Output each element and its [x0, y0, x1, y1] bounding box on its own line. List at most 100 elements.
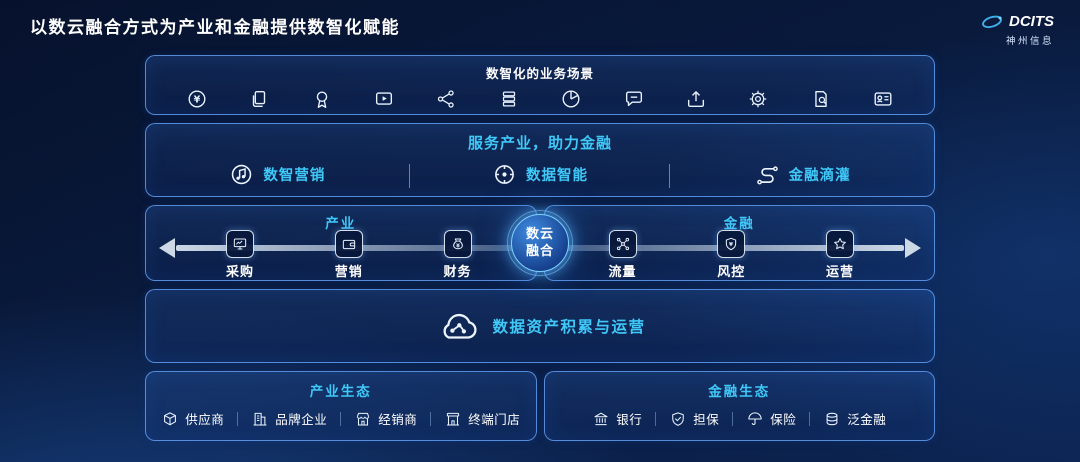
dcits-swoosh-icon	[982, 15, 1002, 29]
eco-item: 品牌企业	[238, 409, 340, 428]
flow-item-label: 财务	[443, 264, 472, 279]
industry-title: 产业	[325, 216, 357, 231]
flow-item: 财务	[426, 230, 490, 280]
finance-ecosystem-panel: 金融生态 银行 担保 保险	[543, 371, 935, 441]
flow-item-label: 风控	[717, 264, 746, 279]
cube-icon	[161, 410, 179, 428]
eco-item: 供应商	[148, 409, 237, 428]
flow-item-label: 流量	[608, 264, 637, 279]
bank-icon	[592, 410, 610, 428]
eco-label: 品牌企业	[275, 413, 328, 427]
flow-item-label: 运营	[825, 264, 854, 279]
storefront-icon	[354, 410, 372, 428]
documents-icon	[248, 88, 270, 110]
monitor-chart-icon	[226, 230, 254, 258]
industry-flow-panel: 产业 采购 营销 财务	[145, 205, 537, 281]
eco-label: 泛金融	[847, 413, 887, 427]
id-card-icon	[872, 88, 894, 110]
divider	[430, 411, 432, 426]
service-label: 数据智能	[525, 168, 588, 184]
fusion-line1: 数云	[525, 226, 554, 242]
ecosystem-row: 产业生态 供应商 品牌企业 经销商	[145, 371, 935, 441]
eco-item: 担保	[656, 409, 732, 428]
services-row: 数智营销 数据智能 金融滴灌	[146, 162, 934, 187]
scenarios-panel: 数智化的业务场景	[145, 55, 935, 115]
eco-item: 泛金融	[810, 409, 899, 428]
divider	[340, 411, 342, 426]
service-item: 金融滴灌	[755, 162, 851, 187]
diagram-content: 数智化的业务场景 服务产业，助力金融	[145, 55, 935, 441]
eco-item: 保险	[733, 409, 809, 428]
wallet-icon	[334, 230, 363, 258]
umbrella-icon	[746, 410, 764, 428]
finance-eco-title: 金融生态	[708, 384, 771, 399]
eco-label: 保险	[770, 413, 797, 427]
left-arrowhead-icon	[159, 238, 175, 258]
fusion-circle: 数云 融合	[507, 210, 573, 276]
flow-item: 营销	[317, 230, 381, 280]
building-icon	[251, 410, 269, 428]
upload-icon	[685, 88, 707, 110]
eco-label: 供应商	[185, 413, 225, 427]
eco-item: 经销商	[341, 409, 430, 428]
shield-yen-icon	[717, 230, 746, 258]
scenarios-title: 数智化的业务场景	[485, 67, 594, 81]
data-asset-panel: 数据资产积累与运营	[145, 289, 935, 363]
scenarios-icon-row	[146, 82, 934, 110]
finance-title: 金融	[723, 216, 755, 231]
eco-label: 担保	[693, 413, 720, 427]
flow-item: 采购	[208, 230, 272, 280]
industry-eco-title: 产业生态	[309, 384, 372, 399]
shield-check-icon	[669, 410, 687, 428]
pie-chart-icon	[560, 88, 582, 110]
flow-item-label: 采购	[225, 264, 254, 279]
divider	[655, 411, 657, 426]
gear-icon	[747, 88, 769, 110]
irrigation-icon	[755, 162, 780, 187]
industry-items: 采购 营销 财务	[208, 230, 490, 280]
stack-icon	[498, 88, 520, 110]
service-item: 数据智能	[492, 162, 588, 187]
video-icon	[373, 88, 395, 110]
target-icon	[492, 162, 517, 187]
eco-label: 终端门店	[468, 413, 521, 427]
star-icon	[826, 230, 854, 258]
coins-icon	[823, 410, 841, 428]
nodes-icon	[608, 230, 637, 258]
brand-logo: DCITS 神州信息	[980, 10, 1054, 47]
data-asset-title: 数据资产积累与运营	[492, 319, 646, 336]
divider	[237, 411, 239, 426]
page-title: 以数云融合方式为产业和金融提供数智化赋能	[30, 18, 400, 37]
flow-row: 产业 采购 营销 财务	[145, 205, 935, 281]
flow-item: 运营	[808, 230, 872, 280]
service-label: 金融滴灌	[788, 168, 851, 184]
service-item: 数智营销	[229, 162, 325, 187]
fusion-line2: 融合	[525, 243, 554, 258]
music-note-icon	[229, 162, 254, 187]
eco-label: 银行	[616, 413, 643, 427]
finance-eco-items: 银行 担保 保险 泛金融	[545, 409, 935, 428]
finance-items: 流量 风控 运营	[591, 230, 873, 280]
divider	[409, 164, 411, 188]
finance-flow-panel: 金融 流量 风控 运营	[543, 205, 935, 281]
yen-coin-icon	[186, 88, 208, 110]
services-title: 服务产业，助力金融	[467, 135, 612, 152]
services-panel: 服务产业，助力金融 数智营销 数据智能 金融滴灌	[145, 123, 935, 197]
right-arrowhead-icon	[905, 238, 921, 258]
flow-item: 流量	[591, 230, 655, 280]
logo-company: 神州信息	[1005, 36, 1054, 47]
logo-brand: DCITS	[1009, 12, 1054, 30]
service-label: 数智营销	[263, 168, 326, 184]
eco-label: 经销商	[378, 413, 418, 427]
divider	[732, 411, 734, 426]
flow-item: 风控	[699, 230, 763, 280]
divider	[809, 411, 811, 426]
doc-search-icon	[810, 88, 832, 110]
eco-item: 银行	[579, 409, 655, 428]
shop-icon	[444, 410, 462, 428]
chat-icon	[623, 88, 645, 110]
money-bag-icon	[443, 230, 472, 258]
medal-icon	[311, 88, 333, 110]
divider	[669, 164, 671, 188]
eco-item: 终端门店	[431, 409, 533, 428]
